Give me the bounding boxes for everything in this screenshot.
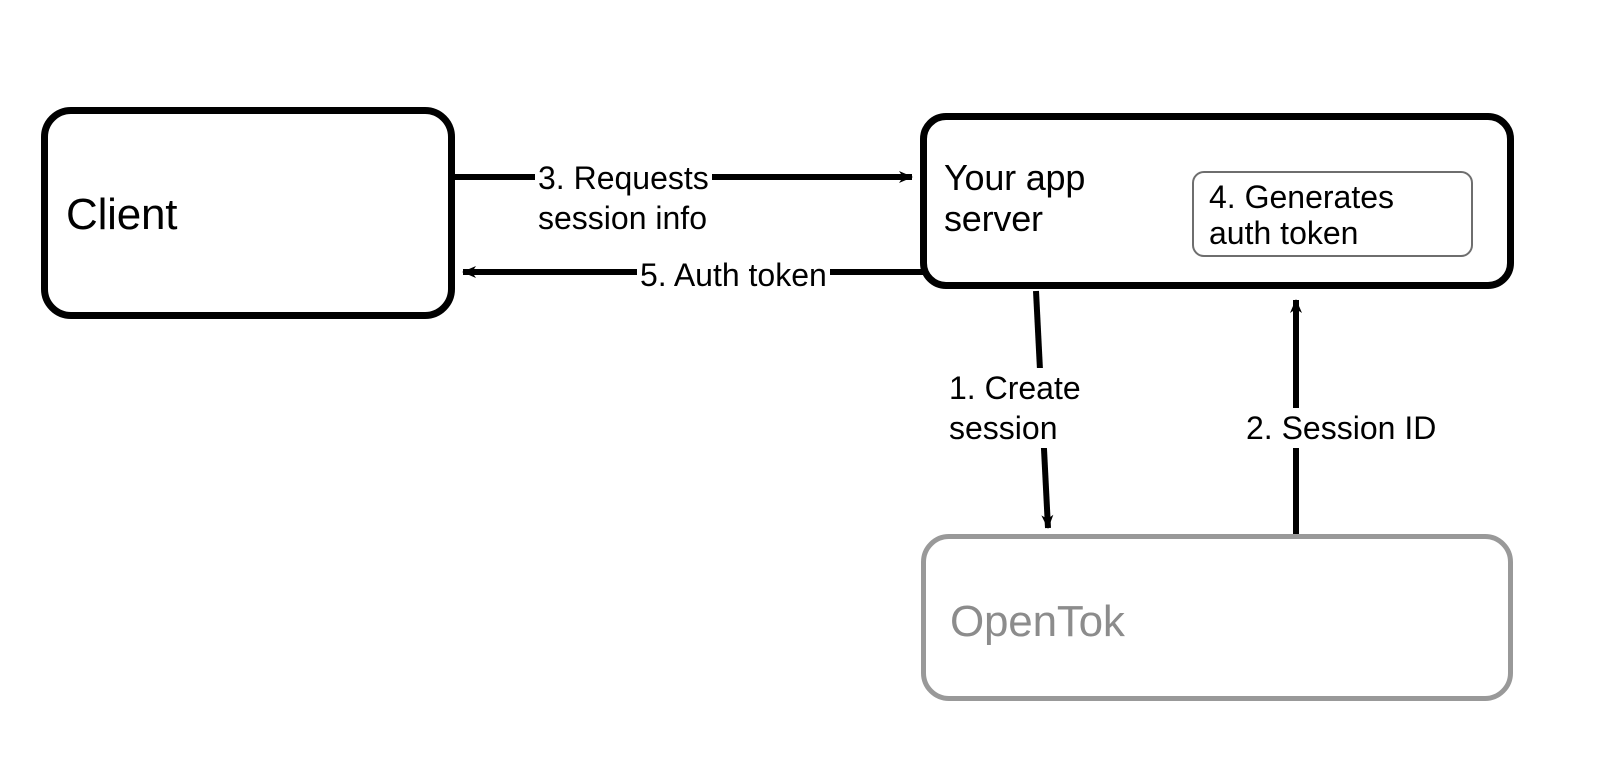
node-app-server-label-line2: server [944,198,1043,239]
edge-label-requests-session-info-line2: session info [538,200,707,236]
node-app-server-label-line1: Your app [944,157,1086,198]
node-client-label: Client [66,190,178,239]
edge-label-session-id: 2. Session ID [1243,408,1440,448]
node-auth-token[interactable] [1192,171,1473,257]
edge-label-create-session: 1. Create session [946,368,1084,448]
edge-label-create-session-line1: 1. Create [949,370,1081,406]
edge-label-requests-session-info-line1: 3. Requests [538,160,709,196]
edge-label-auth-token: 5. Auth token [637,255,830,295]
node-opentok-label: OpenTok [950,597,1125,646]
node-auth-token-label-line1: 4. Generates [1209,179,1394,215]
edge-label-requests-session-info: 3. Requests session info [535,158,712,238]
edge-label-create-session-line2: session [949,410,1058,446]
node-opentok[interactable] [921,534,1513,701]
node-client[interactable] [41,107,455,319]
node-auth-token-label-line2: auth token [1209,215,1359,251]
